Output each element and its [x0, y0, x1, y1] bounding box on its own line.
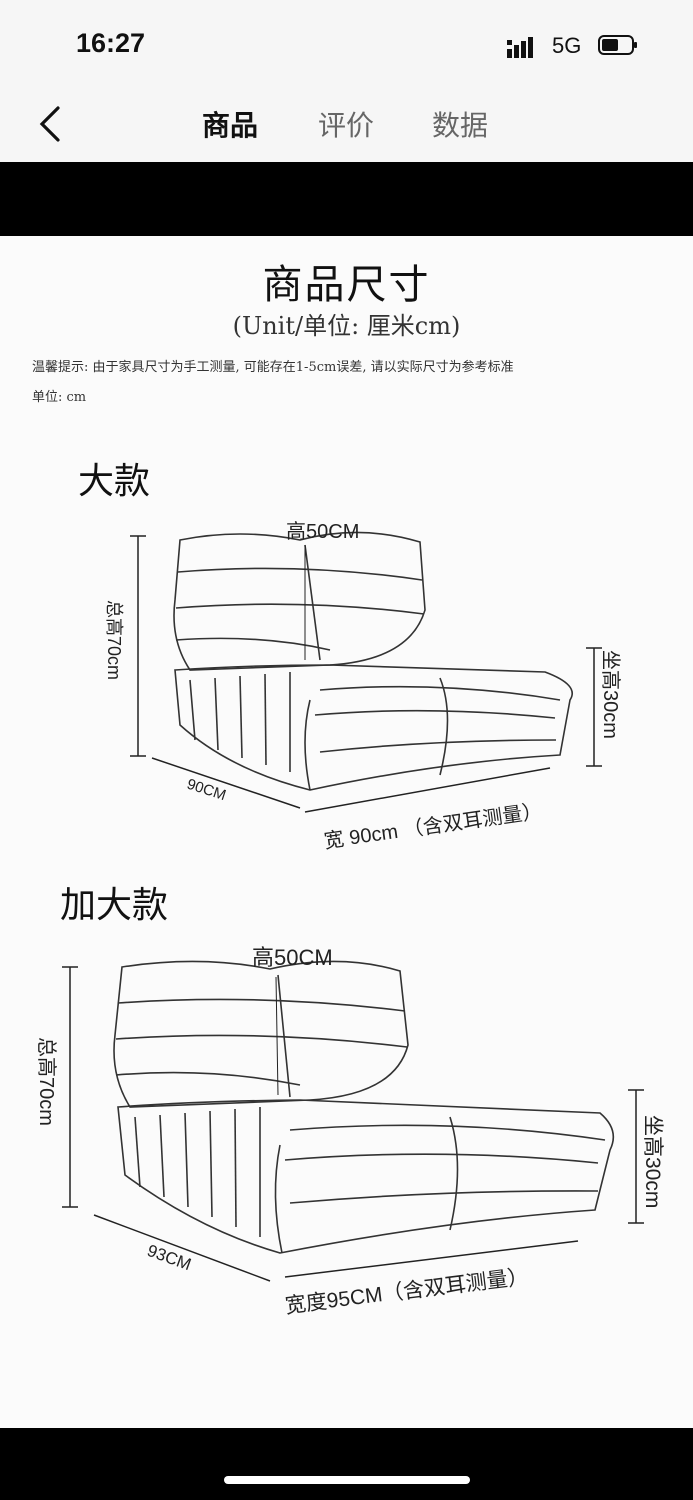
total-height-label-xl: 总高70cm: [35, 1037, 58, 1126]
back-chevron-icon[interactable]: [36, 104, 66, 144]
status-bar: 16:27 5G: [0, 0, 693, 88]
bottom-bar: [0, 1428, 693, 1500]
tab-data[interactable]: 数据: [432, 109, 489, 142]
total-height-label-large: 总高70cm: [104, 600, 124, 680]
product-spec-image: [0, 236, 693, 1428]
seat-height-label-xl: 坐高30cm: [641, 1115, 664, 1208]
back-height-label-large: 高50CM: [286, 520, 359, 543]
status-time: 16:27: [76, 28, 146, 58]
spec-title: 商品尺寸: [262, 262, 431, 308]
back-height-label-xl: 高50CM: [252, 945, 333, 970]
tab-product[interactable]: 商品: [202, 109, 259, 142]
unit-line: 单位: cm: [32, 390, 87, 405]
cellular-signal-icon: [507, 37, 533, 58]
depth-label-large: 90CM: [185, 776, 228, 805]
spec-unit-subtitle: (Unit/单位: 厘米cm): [232, 312, 461, 340]
model-title-xl: 加大款: [60, 885, 169, 926]
width-label-large: 宽 90cm （含双耳测量）: [322, 800, 543, 853]
tab-reviews[interactable]: 评价: [318, 109, 375, 142]
network-type: 5G: [552, 33, 582, 58]
model-title-large: 大款: [78, 461, 151, 502]
seat-height-label-large: 坐高30cm: [599, 650, 622, 739]
home-indicator[interactable]: [224, 1476, 470, 1484]
depth-label-xl: 93CM: [145, 1241, 194, 1274]
top-nav: [0, 88, 693, 162]
battery-icon: [598, 35, 637, 55]
banner-band: [0, 162, 693, 236]
sofa-drawing-xl: 高50CM 总高70cm 坐高30cm 93CM 宽度95CM（含双耳测量）: [35, 945, 664, 1318]
sofa-drawing-large: 高50CM 总高70cm 坐高30cm 90CM 宽 90cm （含双耳测量）: [104, 520, 622, 853]
measurement-tip: 温馨提示: 由于家具尺寸为手工测量, 可能存在1-5cm误差, 请以实际尺寸为参…: [32, 360, 514, 375]
